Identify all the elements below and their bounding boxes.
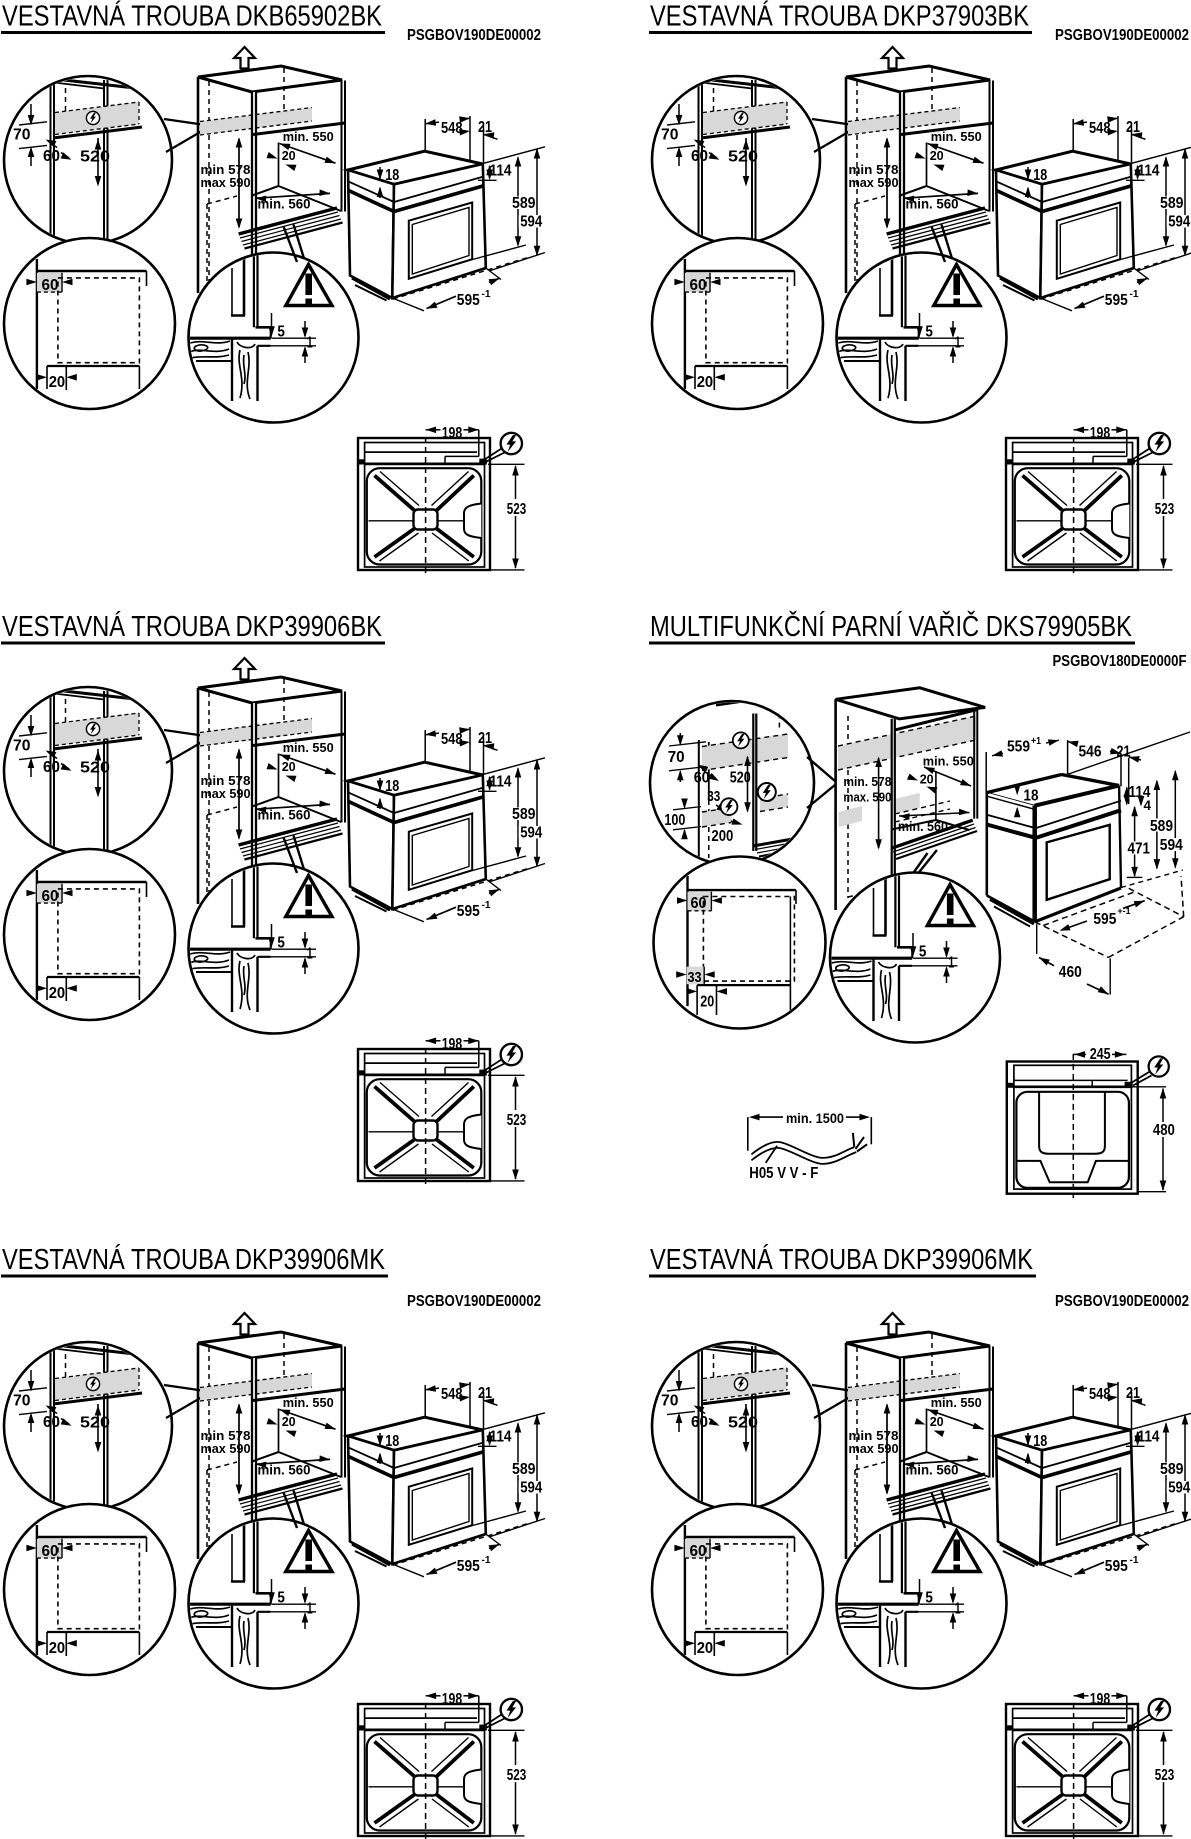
svg-text:PSGBOV190DE00002: PSGBOV190DE00002 (407, 1293, 541, 1310)
svg-text:200: 200 (711, 828, 733, 845)
svg-text:PSGBOV190DE00002: PSGBOV190DE00002 (1055, 1293, 1189, 1310)
svg-text:114: 114 (1129, 784, 1151, 801)
svg-text:PSGBOV190DE00002: PSGBOV190DE00002 (1055, 27, 1189, 44)
svg-text:max 590: max 590 (201, 175, 251, 190)
svg-text:589: 589 (1150, 818, 1173, 835)
svg-text:VESTAVNÁ TROUBA DKP37903BK: VESTAVNÁ TROUBA DKP37903BK (650, 0, 1030, 33)
svg-text:PSGBOV180DE0000F: PSGBOV180DE0000F (1053, 653, 1187, 670)
svg-text:70: 70 (668, 749, 685, 766)
svg-text:33: 33 (688, 970, 702, 986)
svg-text:1: 1 (307, 335, 313, 352)
svg-text:594: 594 (1160, 837, 1183, 854)
svg-text:min. 1500: min. 1500 (786, 1111, 844, 1126)
svg-text:60: 60 (42, 277, 59, 294)
svg-text:60: 60 (694, 769, 710, 786)
svg-text:4: 4 (1144, 797, 1152, 813)
svg-text:546: 546 (1079, 743, 1102, 760)
svg-text:min 578: min 578 (201, 162, 251, 177)
svg-text:PSGBOV190DE00002: PSGBOV190DE00002 (407, 27, 541, 44)
svg-text:245: 245 (1090, 1046, 1111, 1063)
svg-text:548: 548 (441, 120, 463, 137)
svg-text:70: 70 (13, 127, 31, 144)
svg-text:33: 33 (707, 788, 720, 805)
svg-text:min. 550: min. 550 (923, 754, 974, 769)
svg-text:460: 460 (1059, 964, 1082, 981)
svg-text:VESTAVNÁ TROUBA DKP39906MK: VESTAVNÁ TROUBA DKP39906MK (2, 1243, 386, 1276)
svg-text:595: 595 (457, 292, 480, 309)
svg-text:min. 550: min. 550 (283, 129, 334, 144)
svg-text:21: 21 (478, 119, 492, 136)
svg-text:VESTAVNÁ TROUBA DKP39906BK: VESTAVNÁ TROUBA DKP39906BK (2, 610, 383, 643)
svg-text:60: 60 (691, 895, 707, 912)
svg-text:471: 471 (1128, 841, 1151, 858)
svg-text:520: 520 (730, 769, 751, 786)
svg-text:-1: -1 (482, 289, 491, 300)
svg-text:18: 18 (385, 167, 399, 184)
svg-text:1: 1 (948, 955, 954, 972)
svg-text:20: 20 (49, 374, 65, 391)
svg-text:5: 5 (277, 324, 285, 341)
svg-text:18: 18 (1024, 788, 1039, 805)
svg-text:VESTAVNÁ TROUBA DKP39906MK: VESTAVNÁ TROUBA DKP39906MK (650, 1243, 1034, 1276)
svg-text:MULTIFUNKČNÍ PARNÍ VAŘIČ DKS79: MULTIFUNKČNÍ PARNÍ VAŘIČ DKS79905BK (650, 609, 1133, 643)
svg-text:480: 480 (1153, 1122, 1175, 1139)
svg-text:max. 590: max. 590 (843, 790, 891, 805)
svg-text:min. 560: min. 560 (898, 819, 948, 834)
svg-text:+1: +1 (1031, 736, 1041, 747)
svg-text:5: 5 (919, 944, 927, 961)
svg-text:198: 198 (442, 425, 463, 442)
svg-text:523: 523 (507, 501, 527, 518)
svg-text:+-1: +-1 (1118, 906, 1131, 916)
svg-text:589: 589 (512, 195, 536, 212)
svg-text:20: 20 (282, 148, 296, 163)
svg-text:min. 578: min. 578 (843, 774, 891, 789)
svg-text:20: 20 (920, 771, 934, 786)
svg-text:594: 594 (520, 214, 542, 231)
svg-text:min. 560: min. 560 (258, 197, 311, 212)
svg-text:20: 20 (700, 994, 714, 1011)
svg-text:H05 V V - F: H05 V V - F (749, 1165, 818, 1182)
svg-text:595: 595 (1093, 911, 1116, 928)
svg-text:559: 559 (1007, 739, 1030, 756)
svg-text:VESTAVNÁ TROUBA DKB65902BK: VESTAVNÁ TROUBA DKB65902BK (2, 0, 383, 33)
svg-text:60: 60 (43, 148, 60, 165)
svg-text:21: 21 (1117, 743, 1131, 760)
svg-text:114: 114 (490, 162, 512, 179)
svg-text:100: 100 (664, 812, 685, 829)
svg-text:520: 520 (80, 149, 110, 166)
